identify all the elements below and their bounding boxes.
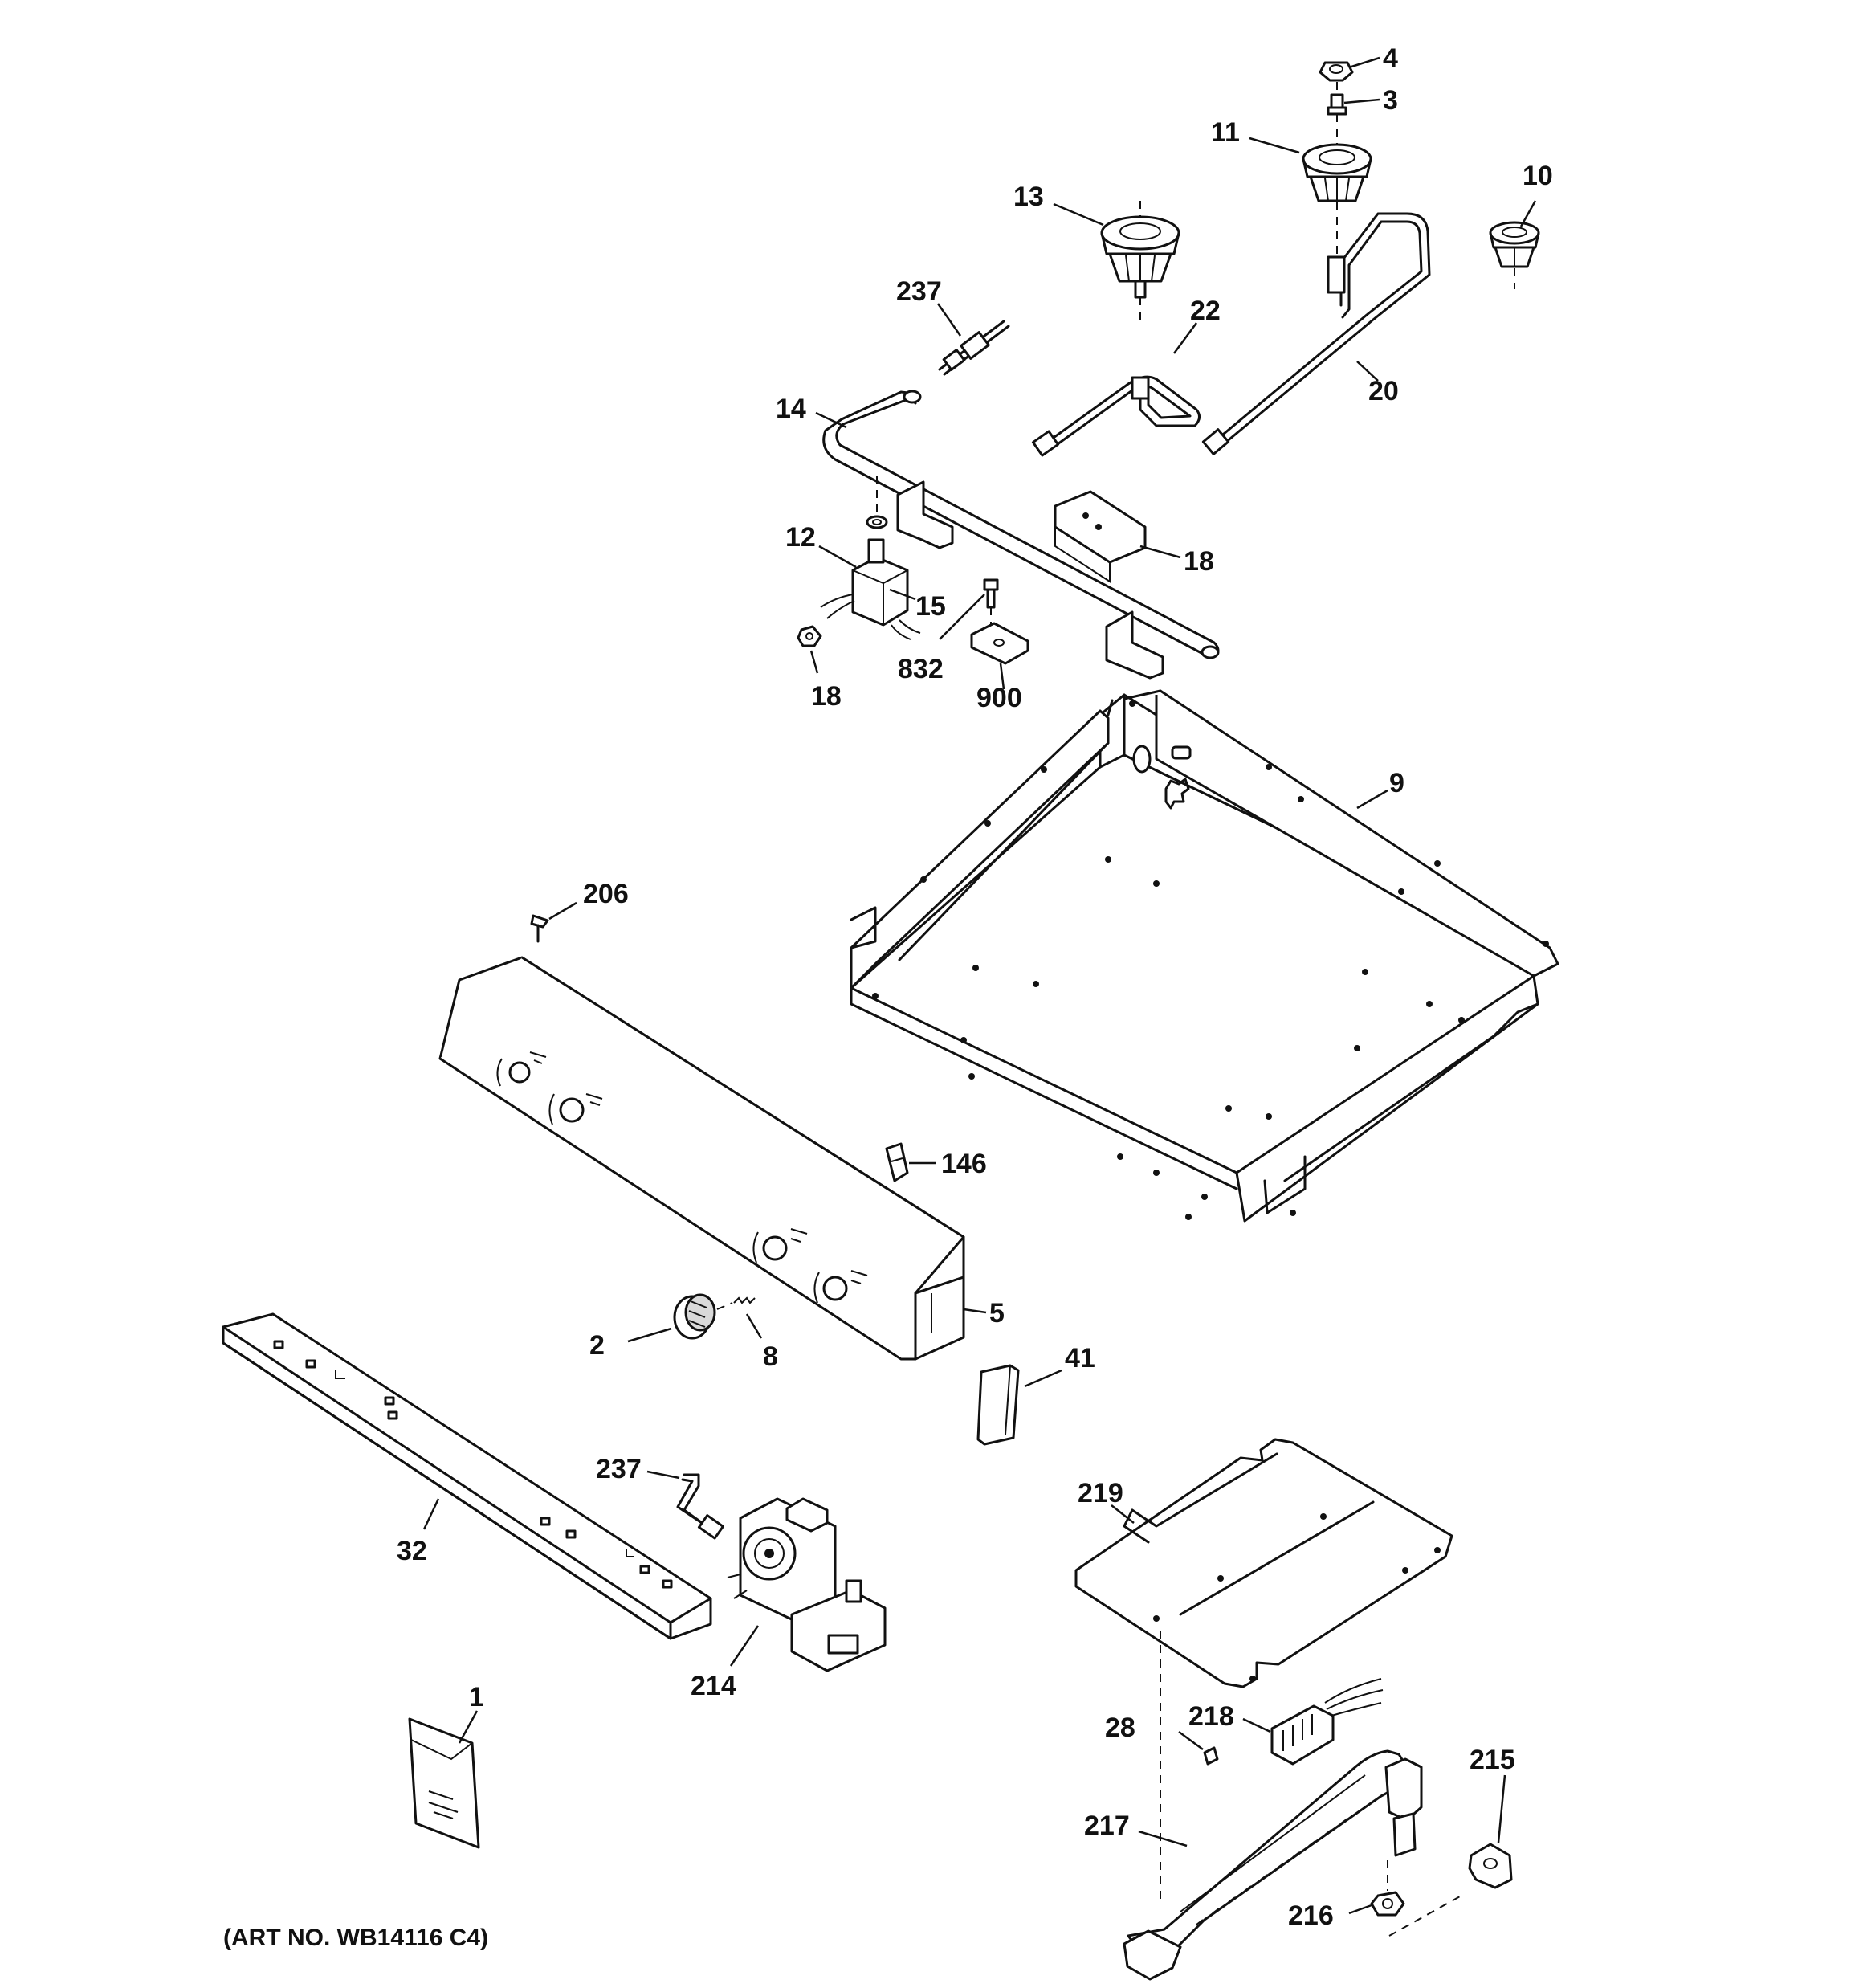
part-237-orifice-top xyxy=(938,320,1010,376)
leader-lines xyxy=(422,56,1537,1915)
part-3-orifice xyxy=(1327,93,1347,116)
part-28-screw xyxy=(1203,1746,1219,1766)
part-18-nut-left xyxy=(797,625,822,647)
part-41-bracket xyxy=(976,1364,1020,1446)
part-214-valve xyxy=(727,1497,887,1672)
callout-217: 217 xyxy=(1084,1810,1130,1841)
callout-18-right: 18 xyxy=(1184,546,1214,577)
callout-237-top: 237 xyxy=(896,276,942,307)
callout-832: 832 xyxy=(898,654,944,684)
part-15-washer xyxy=(866,515,888,529)
part-146-clip xyxy=(885,1142,909,1182)
part-832-screw xyxy=(983,578,999,609)
callout-32: 32 xyxy=(397,1536,427,1566)
part-219-shield xyxy=(1074,1438,1453,1688)
callout-1: 1 xyxy=(469,1682,484,1712)
part-20-tube xyxy=(1201,212,1431,455)
callout-8: 8 xyxy=(763,1341,778,1372)
part-12-valve xyxy=(820,538,921,640)
callout-900: 900 xyxy=(976,683,1022,713)
part-217-burner-tube xyxy=(1123,1749,1423,1981)
callout-28: 28 xyxy=(1105,1712,1135,1743)
callout-15: 15 xyxy=(915,591,946,622)
callout-214: 214 xyxy=(691,1671,736,1701)
callout-12: 12 xyxy=(785,522,816,553)
callout-216: 216 xyxy=(1288,1900,1334,1931)
callout-215: 215 xyxy=(1470,1745,1515,1775)
part-218-igniter xyxy=(1270,1678,1384,1766)
part-9-burner-box xyxy=(850,689,1559,1223)
part-237-pilot-tube xyxy=(676,1473,724,1540)
callout-14: 14 xyxy=(776,394,806,424)
callout-206: 206 xyxy=(583,879,629,909)
part-206-screw xyxy=(530,914,549,943)
part-900-bracket xyxy=(970,622,1029,665)
part-14-manifold xyxy=(822,390,1220,680)
callout-22: 22 xyxy=(1190,296,1221,326)
part-215-bracket xyxy=(1468,1843,1513,1889)
part-4-nut xyxy=(1319,61,1354,82)
part-22-tube xyxy=(1031,375,1201,457)
part-8-spring xyxy=(733,1296,756,1304)
part-216-nut xyxy=(1370,1891,1405,1917)
callout-4: 4 xyxy=(1383,43,1398,74)
callout-237-bottom: 237 xyxy=(596,1454,642,1484)
part-2-knob xyxy=(673,1293,716,1340)
part-11-burner-head xyxy=(1302,143,1372,202)
callout-9: 9 xyxy=(1389,768,1404,798)
callout-2: 2 xyxy=(589,1330,605,1361)
callout-219: 219 xyxy=(1078,1478,1123,1508)
part-5-control-panel xyxy=(438,956,965,1361)
callout-41: 41 xyxy=(1065,1343,1095,1374)
callout-3: 3 xyxy=(1383,85,1398,116)
callout-10: 10 xyxy=(1523,161,1553,191)
art-number-caption: (ART NO. WB14116 C4) xyxy=(223,1925,488,1951)
callout-20: 20 xyxy=(1368,376,1399,406)
callout-146: 146 xyxy=(941,1149,987,1179)
callout-218: 218 xyxy=(1188,1701,1234,1732)
callout-11: 11 xyxy=(1211,117,1240,148)
part-13-burner-head xyxy=(1100,215,1180,299)
callout-18-left: 18 xyxy=(811,681,842,712)
part-1-literature xyxy=(408,1717,480,1849)
part-10-burner-head xyxy=(1489,221,1540,268)
callout-13: 13 xyxy=(1013,182,1044,212)
callout-5: 5 xyxy=(989,1298,1005,1329)
part-32-trim-strip xyxy=(222,1312,712,1640)
